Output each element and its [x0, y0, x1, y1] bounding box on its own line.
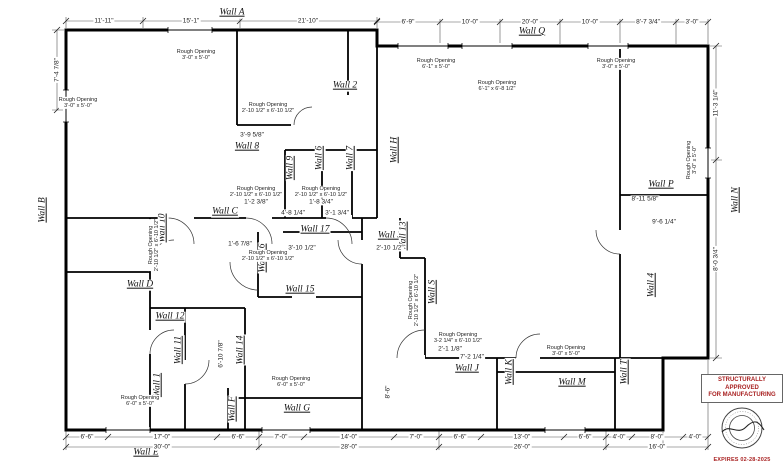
dimension-text: 6'-6"	[230, 433, 246, 441]
door-swing-arcs	[149, 106, 621, 385]
wall-label: Wall J	[454, 363, 480, 375]
signature-squiggle	[721, 420, 765, 432]
dimension-text: 4'-0"	[687, 433, 703, 441]
dimension-text: 6'-6"	[79, 433, 95, 441]
stamp-expiry-date: EXPIRES 02-28-2025	[713, 456, 771, 462]
dimension-text: 2'-10 1/2"	[375, 244, 405, 252]
dimension-text: 7'-0"	[273, 433, 289, 441]
wall-label: Wall B	[37, 196, 49, 224]
dimension-ticks	[53, 17, 720, 451]
wall-label: Wall A	[218, 7, 246, 19]
wall-label: Wall N	[730, 186, 742, 214]
wall-label: Wall 6	[314, 144, 326, 172]
wall-label: Wall 4	[646, 271, 658, 299]
dimension-text: 9'-6 1/4"	[651, 218, 677, 226]
wall-label: Wall P	[647, 179, 675, 191]
dimension-text: 8'-11 5/8"	[630, 195, 660, 203]
dimension-text: 10'-0"	[580, 18, 600, 26]
dimension-text: 3'-9 5/8"	[239, 131, 265, 139]
dimension-text: 7'-2 1/4"	[459, 353, 485, 361]
wall-label: Wall C	[211, 206, 239, 218]
approval-stamp-box: STRUCTURALLY APPROVED FOR MANUFACTURING	[701, 374, 783, 403]
wall-label: Wall 12	[154, 311, 186, 323]
wall-label: Wall E	[132, 447, 160, 459]
dimension-text: 11'-11"	[93, 17, 115, 25]
dimension-text: 3'-0"	[684, 18, 700, 26]
dimension-text: 15'-1"	[181, 17, 201, 25]
approval-stamp-line1: STRUCTURALLY APPROVED	[717, 377, 767, 391]
dimension-text: 11'-3 1/4"	[712, 88, 720, 118]
dimension-text: 1'-8 3/4"	[308, 198, 334, 206]
wall-label: Wall 9	[285, 154, 297, 182]
wall-label: Wall D	[125, 279, 155, 291]
wall-label: Wall S	[427, 278, 439, 306]
wall-label: Wall 3	[376, 230, 404, 242]
dimension-text: 8'-0"	[649, 433, 665, 441]
dimension-text: 1'-2 3/8"	[243, 198, 269, 206]
wall-label: Wall 8	[233, 141, 261, 153]
wall-label: Wall M	[557, 377, 587, 389]
dimension-text: 4'-0"	[611, 433, 627, 441]
dimension-text: 20'-0"	[520, 18, 540, 26]
dimension-text: 7'-4 7/8"	[53, 57, 61, 83]
dimension-text: 6'-6"	[452, 433, 468, 441]
dimension-text: 8'-0 3/4"	[712, 246, 720, 272]
dimension-text: 3'-10 1/2"	[287, 244, 317, 252]
dimension-text: 8'-7 3/4"	[635, 18, 661, 26]
wall-label: Wall 17	[299, 224, 331, 236]
dimension-text: 4'-8 1/4"	[280, 209, 306, 217]
dimension-text: 21'-10"	[296, 17, 320, 25]
wall-label: Wall G	[282, 403, 312, 415]
dimension-text: 30'-0"	[152, 443, 172, 451]
dimension-lines	[52, 17, 722, 451]
dimension-text: 3'-1 3/4"	[324, 209, 350, 217]
wall-label: Wall H	[389, 135, 401, 165]
dimension-text: 2'-1 1/8"	[437, 345, 463, 353]
wall-label: Wall 14	[235, 334, 247, 366]
dimension-text: 10'-0"	[460, 18, 480, 26]
dimension-text: 28'-0"	[339, 443, 359, 451]
wall-label: Wall 11	[173, 334, 185, 366]
dimension-text: 6'-10 7/8"	[217, 339, 225, 369]
dimension-text: 6'-6"	[577, 433, 593, 441]
approval-stamp-line2: FOR MANUFACTURING	[708, 392, 776, 398]
wall-label: Wall K	[504, 358, 516, 386]
engineer-seal-icon	[721, 407, 765, 448]
wall-label: Wall 15	[284, 284, 316, 296]
wall-label: Wall 7	[345, 144, 357, 172]
dimension-text: 1'-6 7/8"	[227, 240, 253, 248]
dimension-text: 16'-0"	[647, 443, 667, 451]
dimension-text: 17'-0"	[152, 433, 172, 441]
wall-label: Wall 2	[331, 80, 359, 92]
engineer-seal	[701, 405, 783, 456]
dimension-text: 6'-9"	[400, 18, 416, 26]
dimension-text: 8'-6"	[384, 384, 392, 400]
dimension-text: 14'-0"	[339, 433, 359, 441]
wall-label: Wall T	[619, 358, 631, 386]
dimension-text: 7'-0"	[408, 433, 424, 441]
dimension-text: 26'-0"	[512, 443, 532, 451]
wall-label: Wall F	[227, 395, 239, 423]
approval-stamp: STRUCTURALLY APPROVED FOR MANUFACTURING …	[701, 374, 783, 462]
dimension-text: 13'-0"	[512, 433, 532, 441]
wall-label: Wall Q	[517, 26, 547, 38]
